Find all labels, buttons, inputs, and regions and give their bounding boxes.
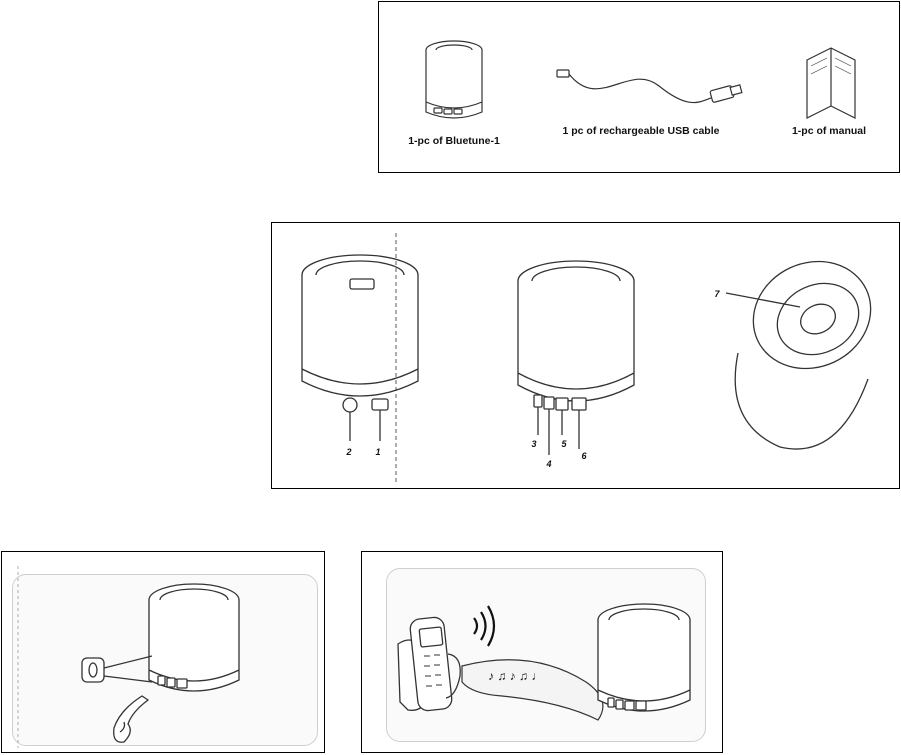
wireless-signal-icon <box>474 606 494 646</box>
speaker-button-view <box>518 261 634 455</box>
volume-up-button-icon <box>572 398 586 410</box>
power-button-icon <box>534 395 542 407</box>
speaker-icon <box>149 584 239 691</box>
power-on-illustration <box>2 552 326 754</box>
callout-6: 6 <box>581 451 587 461</box>
caption-manual: 1-pc of manual <box>792 125 866 137</box>
package-contents-panel: 1-pc of Bluetune-1 1 pc of rechargeable … <box>378 1 900 173</box>
power-on-panel <box>1 551 325 753</box>
callout-5: 5 <box>561 439 567 449</box>
speaker-front-view <box>302 233 418 483</box>
manual-icon <box>807 48 855 118</box>
callout-7: 7 <box>714 289 720 299</box>
caption-usb-cable: 1 pc of rechargeable USB cable <box>563 125 720 137</box>
parts-diagram-panel: 2 1 3 4 5 6 7 <box>271 222 900 489</box>
parts-diagram-illustration: 2 1 3 4 5 6 7 <box>272 223 901 490</box>
mobile-phone-icon <box>398 616 460 711</box>
callout-2: 2 <box>345 447 351 457</box>
package-contents-illustration: 1-pc of Bluetune-1 1 pc of rechargeable … <box>379 2 901 174</box>
usb-port-icon <box>372 399 388 410</box>
callout-1: 1 <box>375 447 380 457</box>
callout-3: 3 <box>531 439 536 449</box>
aux-jack-icon <box>343 398 357 412</box>
svg-text:♪ ♫ ♪ ♫ ♩: ♪ ♫ ♪ ♫ ♩ <box>488 669 543 683</box>
pairing-panel: ♪ ♫ ♪ ♫ ♩ <box>361 551 723 753</box>
volume-down-button-icon <box>556 398 568 410</box>
pairing-illustration: ♪ ♫ ♪ ♫ ♩ <box>362 552 724 754</box>
callout-4: 4 <box>545 459 551 469</box>
speaker-bottom-view <box>726 243 888 450</box>
power-button-zoom-icon <box>82 656 152 682</box>
speaker-icon <box>598 604 690 711</box>
speaker-icon <box>426 41 482 118</box>
play-pause-button-icon <box>544 397 554 409</box>
usb-cable-icon <box>557 70 742 103</box>
finger-press-icon <box>114 696 148 742</box>
music-notes-icon: ♪ ♫ ♪ ♫ ♩ <box>462 660 603 720</box>
caption-speaker: 1-pc of Bluetune-1 <box>408 135 500 147</box>
